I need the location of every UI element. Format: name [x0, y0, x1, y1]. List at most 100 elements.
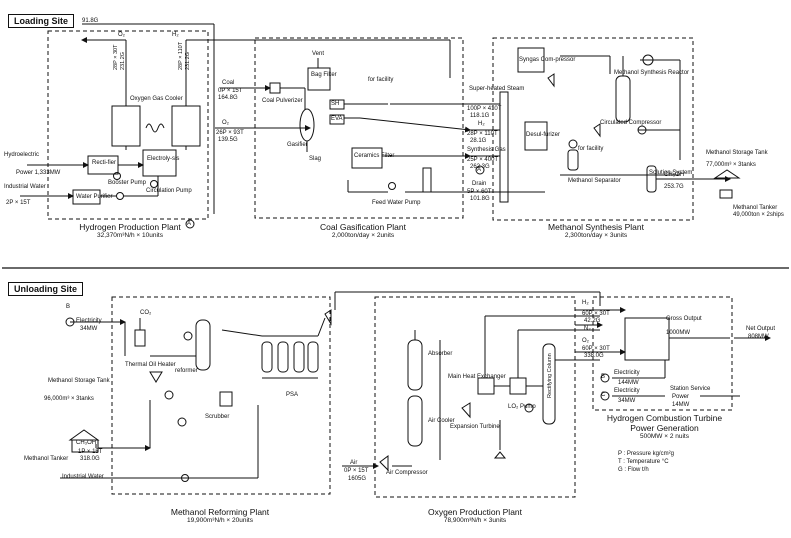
label-coal-flow: 0P × 15T	[218, 88, 243, 94]
label-expansion-turbine: Expansion Turbine	[450, 424, 500, 430]
label-coal-pulverizer: Coal Pulverizer	[262, 98, 303, 104]
label-station-service-power: Power	[672, 394, 690, 400]
label-water-purifier: Water Purifier	[76, 194, 113, 200]
label-storage-cap: 77,000m³ × 3tanks	[706, 162, 756, 168]
label-industrial-water: Industrial Water	[4, 184, 46, 190]
label-circulated-compressor: Circulated Compressor	[600, 120, 662, 126]
label-air-flow: 0P × 15T	[344, 468, 369, 474]
label-meoh-rate: 318.0G	[80, 456, 100, 462]
label-h2-flow: 231.2G	[185, 51, 191, 70]
label-electricity-1: Electricity	[76, 318, 102, 324]
label-gross-output: Gross Output	[666, 316, 702, 322]
label-meoh-flow: 1P × 15T	[78, 449, 103, 455]
label-electricity-3: Electricity	[614, 388, 640, 394]
label-electricity-2-val: 144MW	[618, 380, 639, 386]
label-h2: H₂	[172, 32, 179, 38]
label-slag: Slag	[309, 156, 322, 162]
label-reformer: reformer	[175, 368, 198, 374]
label-h2-syn-rate: 28.1G	[470, 138, 487, 144]
label-drain-rate: 101.8G	[470, 196, 490, 202]
label-thermal-oil-heater: Thermal Oil Heater	[125, 362, 176, 368]
label-circulation-pump: Circulation Pump	[146, 188, 192, 194]
label-o2-2-rate: 338.0G	[584, 353, 604, 359]
label-scrubber: Scrubber	[205, 414, 230, 420]
legend-temperature: T : Temperature °C	[618, 459, 669, 465]
label-hydroelectric: Hydroelectric	[4, 152, 40, 158]
label-h2-pressure: 28P × 110T	[178, 41, 184, 70]
label-h2-syn: H₂	[478, 121, 485, 127]
label-o2: O₂	[118, 32, 125, 38]
label-co2: CO₂	[140, 310, 152, 316]
label-o2-2: O₂	[582, 338, 589, 344]
label-h2-syn-flow: 28P × 110T	[467, 131, 498, 137]
label-ref-b2: B	[601, 374, 606, 380]
label-synthesis-gas: Synthesis Gas	[467, 147, 506, 153]
label-gasifier: Gasifier	[287, 142, 308, 148]
unloading-site-label: Unloading Site	[8, 282, 83, 296]
label-electricity-3-val: 34MW	[618, 398, 636, 404]
label-storage-cap-2: 96,000m³ × 3tanks	[44, 396, 94, 402]
label-drain-flow: 5P × 60T	[467, 189, 492, 195]
label-syngas-rate: 262.3G	[470, 164, 490, 170]
label-hydro-power: Power 1,333MW	[16, 170, 61, 176]
label-rectifying-column: Rectifying Column	[547, 353, 553, 398]
label-ch3oh-rate: 253.7G	[664, 184, 684, 190]
label-feed-water-pump: Feed Water Pump	[372, 200, 421, 206]
label-desulfurizer: Desul-furizer	[526, 132, 561, 138]
label-syngas-flow: 25P × 400T	[467, 157, 499, 163]
label-tanker: Methanol Tanker	[733, 205, 778, 211]
label-water-flow: 2P × 15T	[6, 200, 31, 206]
hydrogen-plant-box	[47, 30, 209, 220]
label-lo2-pump: LO₂ Pump	[508, 404, 536, 410]
label-air-rate: 1605G	[348, 476, 367, 482]
label-superheated: Super-heated Steam	[469, 86, 525, 92]
label-ref-a1: A	[187, 221, 192, 227]
label-o2-coal-rate: 139.5G	[218, 137, 238, 143]
label-oxygen-cooler: Oxygen Gas Cooler	[130, 96, 183, 102]
label-o2-2-flow: 60P × 30T	[582, 346, 610, 352]
label-station-service-val: 14MW	[672, 402, 690, 408]
label-eva: EVA	[331, 116, 343, 122]
label-tanker-cap: 49,000ton × 2ships	[733, 212, 784, 218]
label-gross-output-val: 1000MW	[666, 330, 691, 336]
label-absorber: Absorber	[428, 351, 453, 357]
label-steam-rate: 118.1G	[470, 113, 490, 119]
label-coal: Coal	[222, 80, 235, 86]
label-n2: N₂	[584, 326, 591, 332]
label-bag-filter: Bag Filter	[311, 72, 337, 78]
label-for-facility: for facility	[368, 77, 394, 83]
label-syngas-compressor: Syngas Com-pressor	[519, 57, 576, 63]
label-ref-a2: A	[477, 167, 482, 173]
label-electricity-1-val: 34MW	[80, 326, 98, 332]
label-steam-flow: 100P × 410T	[467, 106, 502, 112]
label-ref-c: C	[601, 392, 606, 398]
label-ceramics-filter: Ceramics Filter	[354, 153, 395, 159]
label-booster-pump: Booster Pump	[108, 180, 147, 186]
label-h2-2: H₂	[582, 300, 589, 306]
label-solution-system: Solution System	[649, 170, 693, 176]
oxygen-plant-box	[374, 296, 576, 498]
label-rectifier: Recti-fier	[92, 160, 117, 166]
label-psa: PSA	[286, 392, 299, 398]
label-vent: Vent	[312, 51, 325, 57]
label-methanol-reactor: Methanol Synthesis Reactor	[614, 70, 690, 76]
label-ref-b: B	[66, 304, 71, 310]
label-o2-flow: 231.2G	[120, 51, 126, 70]
label-net-output: Net Output	[746, 326, 776, 332]
label-coal-rate: 164.8G	[218, 95, 238, 101]
label-o2-stream: 91.8G	[82, 18, 99, 24]
label-station-service: Station Service	[670, 386, 711, 392]
label-electricity-2: Electricity	[614, 370, 640, 376]
label-tanker-2: Methanol Tanker	[24, 456, 69, 462]
label-air-cooler: Air Cooler	[428, 418, 455, 424]
label-electrolysis: Electroly-sis	[147, 156, 180, 162]
label-storage-tank-2: Methanol Storage Tank	[48, 378, 110, 384]
